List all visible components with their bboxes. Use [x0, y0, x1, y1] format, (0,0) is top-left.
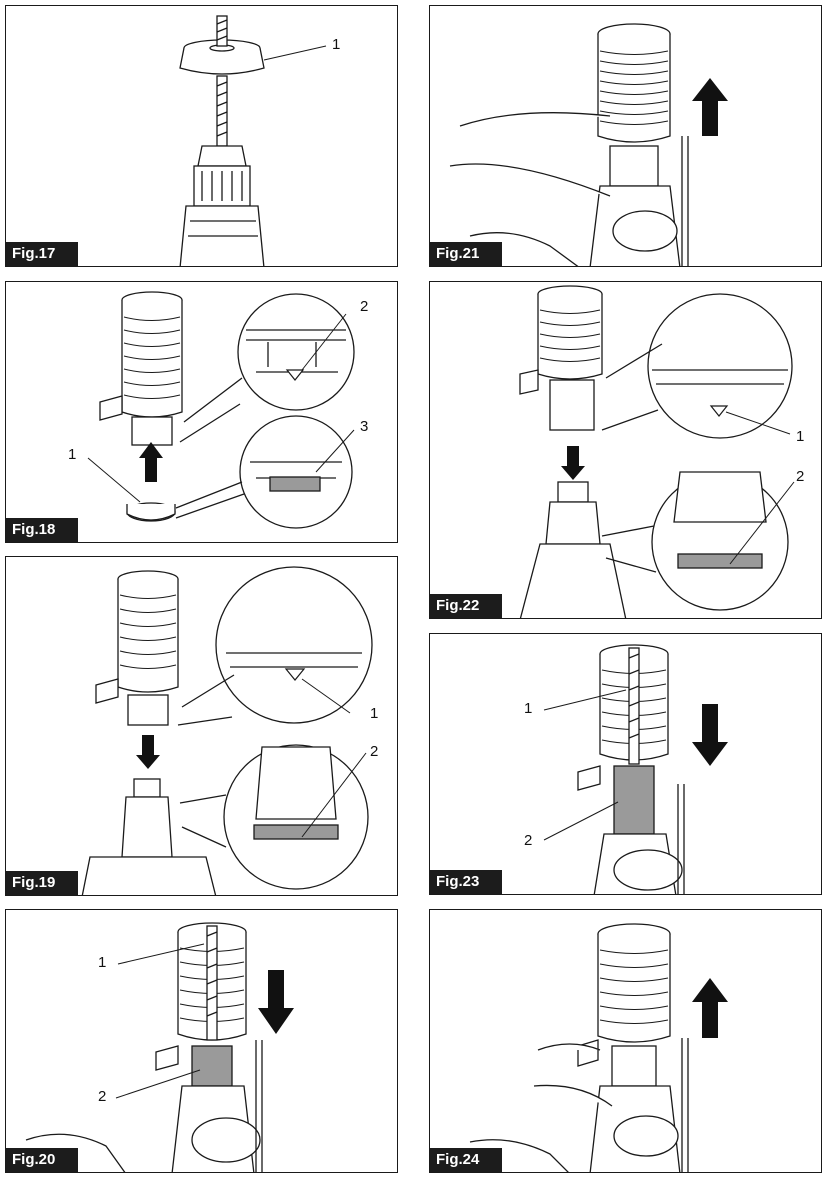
figure-24-panel: Fig.24 [429, 909, 822, 1173]
figure-label: Fig.17 [6, 242, 78, 266]
callout-1: 1 [332, 36, 341, 53]
callout-1: 1 [370, 705, 379, 722]
figure-21-panel: Fig.21 [429, 5, 822, 267]
callout-3: 3 [360, 418, 369, 435]
fig18-drawing [87, 291, 355, 529]
figure-20-panel: 1 2 Fig.20 [5, 909, 398, 1173]
figure-label: Fig.23 [430, 870, 502, 894]
callout-2: 2 [796, 468, 805, 485]
figure-17-panel: 1 Fig.17 [5, 5, 398, 267]
figure-22-panel: 1 2 Fig.22 [429, 281, 822, 619]
up-arrow-icon [692, 78, 728, 136]
callout-2: 2 [360, 298, 369, 315]
down-arrow-icon [692, 704, 728, 766]
figure-label: Fig.20 [6, 1148, 78, 1172]
callout-2: 2 [524, 832, 533, 849]
triangle-mark-icon [284, 668, 306, 681]
figure-23-panel: 1 2 Fig.23 [429, 633, 822, 895]
figure-label: Fig.21 [430, 242, 502, 266]
fig24-drawing [469, 923, 728, 1172]
triangle-mark-icon [285, 369, 305, 381]
figure-label: Fig.19 [6, 871, 78, 895]
figure-label: Fig.22 [430, 594, 502, 618]
up-arrow-icon [139, 442, 163, 482]
figure-18-panel: 2 3 1 Fig.18 [5, 281, 398, 543]
figure-label: Fig.18 [6, 518, 78, 542]
callout-1: 1 [524, 700, 533, 717]
callout-1: 1 [68, 446, 77, 463]
callout-1: 1 [796, 428, 805, 445]
down-arrow-icon [561, 446, 585, 480]
up-arrow-icon [692, 978, 728, 1038]
fig20-drawing [25, 922, 294, 1172]
fig17-drawing [179, 15, 327, 266]
callout-2: 2 [98, 1088, 107, 1105]
down-arrow-icon [258, 970, 294, 1034]
down-arrow-icon [136, 735, 160, 769]
figure-19-panel: 1 2 Fig.19 [5, 556, 398, 896]
fig23-drawing [543, 644, 728, 894]
fig22-drawing [519, 285, 795, 618]
triangle-mark-icon [709, 405, 729, 417]
callout-1: 1 [98, 954, 107, 971]
fig21-drawing [449, 23, 728, 266]
figure-label: Fig.24 [430, 1148, 502, 1172]
fig19-drawing [81, 566, 373, 895]
callout-2: 2 [370, 743, 379, 760]
